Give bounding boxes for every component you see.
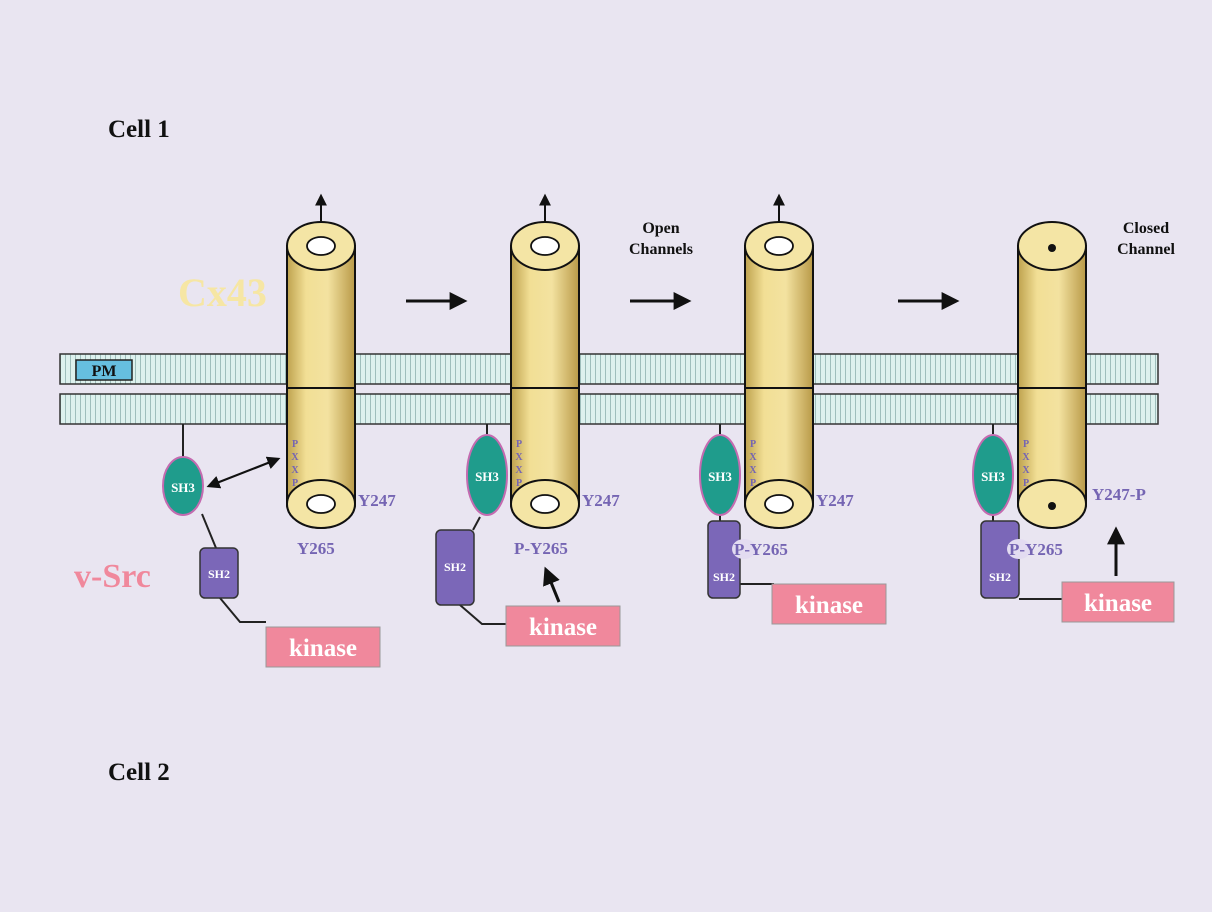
sh3-label-stage-4: SH3 <box>981 469 1005 484</box>
y247-label-stage-1: Y247 <box>358 491 396 510</box>
y247-label-stage-3: Y247 <box>816 491 854 510</box>
y265-label-stage-3: P-Y265 <box>734 540 788 559</box>
pxxp-letter: X <box>515 452 523 463</box>
pore-top-stage-3 <box>765 237 793 255</box>
sh3-label-stage-1: SH3 <box>171 480 195 495</box>
pxxp-letter: P <box>292 439 298 450</box>
closed-pore-bottom-stage-4 <box>1048 502 1056 510</box>
open-channels-label-line2: Channels <box>629 241 693 258</box>
pore-top-stage-1 <box>307 237 335 255</box>
cx43-label: Cx43 <box>178 270 267 315</box>
pxxp-letter: X <box>291 465 299 476</box>
y265-label-stage-1: Y265 <box>297 539 335 558</box>
pore-bottom-stage-2 <box>531 495 559 513</box>
sh3-label-stage-3: SH3 <box>708 469 732 484</box>
sh3-label-stage-2: SH3 <box>475 469 499 484</box>
closed-pore-top-stage-4 <box>1048 244 1056 252</box>
membrane-lower-layer <box>60 394 1158 424</box>
pxxp-letter: X <box>749 465 757 476</box>
pxxp-letter: X <box>1022 465 1030 476</box>
sh2-label-stage-1: SH2 <box>208 567 230 581</box>
kinase-label-stage-2: kinase <box>529 614 597 641</box>
closed-channel-label-line1: Closed <box>1123 220 1169 237</box>
vsrc-label: v-Src <box>74 558 151 595</box>
pore-bottom-stage-1 <box>307 495 335 513</box>
pxxp-letter: X <box>515 465 523 476</box>
kinase-label-stage-4: kinase <box>1084 590 1152 617</box>
cell1-label: Cell 1 <box>108 116 170 143</box>
kinase-label-stage-3: kinase <box>795 592 863 619</box>
pxxp-letter: X <box>1022 452 1030 463</box>
pxxp-letter: P <box>750 439 756 450</box>
pxxp-letter: P <box>516 439 522 450</box>
sh2-domain-stage-4 <box>981 521 1019 598</box>
pxxp-letter: P <box>516 478 522 489</box>
cell2-label: Cell 2 <box>108 759 170 786</box>
sh2-label-stage-2: SH2 <box>444 560 466 574</box>
sh2-label-stage-3: SH2 <box>713 570 735 584</box>
pxxp-letter: P <box>1023 439 1029 450</box>
pxxp-letter: P <box>292 478 298 489</box>
pxxp-letter: X <box>749 452 757 463</box>
y247-label-stage-2: Y247 <box>582 491 620 510</box>
pore-bottom-stage-3 <box>765 495 793 513</box>
membrane-upper-layer <box>60 354 1158 384</box>
y247-label-stage-4: Y247-P <box>1092 485 1146 504</box>
sh2-label-stage-4: SH2 <box>989 570 1011 584</box>
closed-channel-label-line2: Channel <box>1117 241 1175 258</box>
y265-label-stage-2: P-Y265 <box>514 539 568 558</box>
y265-label-stage-4: P-Y265 <box>1009 540 1063 559</box>
open-channels-label-line1: Open <box>642 220 679 237</box>
pxxp-letter: X <box>291 452 299 463</box>
pore-top-stage-2 <box>531 237 559 255</box>
kinase-label-stage-1: kinase <box>289 635 357 662</box>
pxxp-letter: P <box>1023 478 1029 489</box>
pm-label: PM <box>92 363 117 380</box>
sh2-domain-stage-3 <box>708 521 740 598</box>
pxxp-letter: P <box>750 478 756 489</box>
